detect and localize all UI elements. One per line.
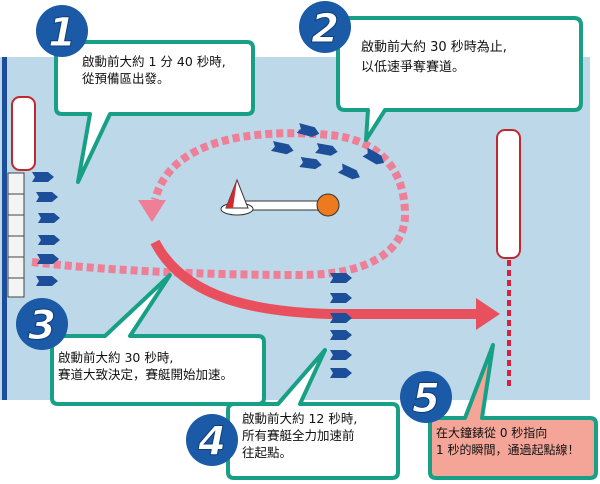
right-pier (496, 129, 521, 259)
callout-1-text: 啟動前大約 1 分 40 秒時, 從預備區出發。 (82, 53, 226, 87)
callout-5-line-2: 1 秒的瞬間，通過起點線！ (436, 443, 580, 457)
callout-2-line-2: 以低速爭奪賽道。 (361, 60, 466, 75)
acceleration-arrow (150, 239, 478, 319)
callout-1-line-2: 從預備區出發。 (82, 71, 170, 86)
callout-5-line-1: 在大鐘錶從 0 秒指向 (436, 426, 548, 440)
callout-4-bubble (226, 348, 400, 480)
step-5-badge: 5 (400, 371, 452, 423)
step-1-badge: 1 (36, 5, 88, 57)
left-pier (11, 96, 36, 171)
step-3-badge: 3 (16, 298, 68, 350)
left-dock-grid (7, 172, 25, 298)
step-2-number: 2 (311, 6, 339, 52)
step-2-badge: 2 (299, 1, 351, 53)
acceleration-arrowhead (476, 298, 500, 330)
step-5-number: 5 (412, 376, 440, 422)
step-1-number: 1 (48, 10, 76, 56)
step-4-badge: 4 (186, 414, 238, 466)
start-cone-icon (220, 178, 254, 216)
callout-4-line-1: 啟動前大約 12 秒時, (242, 411, 358, 426)
callout-4-line-2: 所有賽艇全力加速前 (242, 428, 355, 443)
callout-1-line-1: 啟動前大約 1 分 40 秒時, (82, 54, 226, 69)
callout-4-line-3: 往起點。 (242, 445, 293, 460)
callout-4-text: 啟動前大約 12 秒時, 所有賽艇全力加速前 往起點。 (242, 410, 357, 461)
step-4-number: 4 (197, 419, 226, 465)
callout-2-line-1: 啟動前大約 30 秒時為止, (361, 40, 507, 55)
callout-3-text: 啟動前大約 30 秒時, 賽道大致決定，賽艇開始加速。 (58, 349, 233, 383)
callout-3-line-1: 啟動前大約 30 秒時, (58, 350, 174, 365)
dashed-path-arrowhead (138, 200, 166, 222)
callout-2-text: 啟動前大約 30 秒時為止, 以低速爭奪賽道。 (361, 38, 507, 78)
step-3-number: 3 (28, 303, 56, 349)
callout-3-line-2: 賽道大致決定，賽艇開始加速。 (58, 367, 234, 382)
left-edge-bar (2, 57, 7, 400)
orange-buoy (316, 193, 340, 217)
callout-5-text: 在大鐘錶從 0 秒指向 1 秒的瞬間，通過起點線！ (436, 425, 579, 459)
